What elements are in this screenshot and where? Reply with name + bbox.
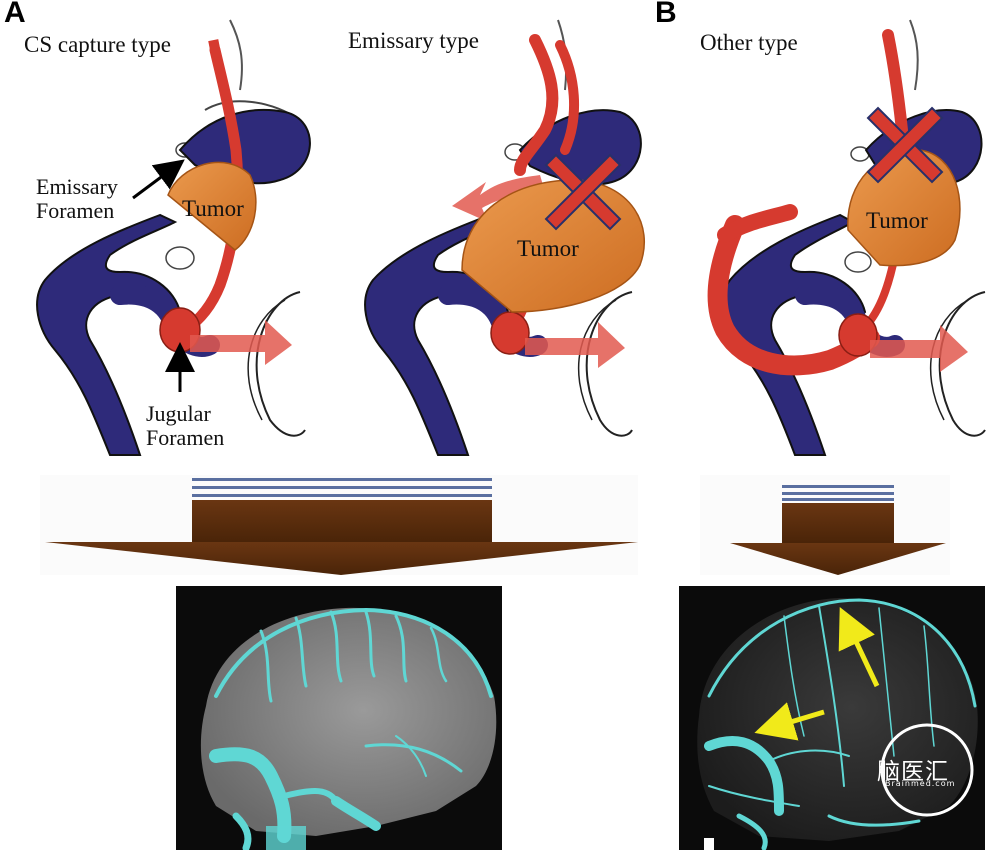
sigmoid-sinus <box>36 213 182 456</box>
tumor-label-3: Tumor <box>866 208 928 233</box>
diagram-other <box>707 19 986 456</box>
panel-letter-a: A <box>4 0 26 29</box>
annotation-arrow-upper <box>838 606 880 688</box>
outflow-arrow <box>190 320 292 365</box>
tumor <box>167 161 257 251</box>
tumor-label-2: Tumor <box>517 236 579 261</box>
tumor-label-1: Tumor <box>182 196 244 221</box>
diagram-title-other: Other type <box>700 30 798 55</box>
diagram-cs-capture <box>36 19 311 456</box>
watermark-subtext: Brainmed.com <box>885 779 956 788</box>
jugular-foramen-label: Jugular Foramen <box>146 401 225 450</box>
ct-venography-a <box>176 586 502 850</box>
diagram-title-emissary: Emissary type <box>348 28 479 53</box>
annotation-arrow-lower <box>754 702 825 741</box>
emissary-foramen-label: Emissary Foramen <box>36 174 118 223</box>
diagram-emissary <box>364 19 645 456</box>
down-arrow-b <box>700 475 950 575</box>
watermark-text: 脑医汇 <box>877 759 949 785</box>
ct-venography-b: 脑医汇 Brainmed.com <box>679 586 985 850</box>
panel-letter-b: B <box>655 0 677 29</box>
down-arrow-a <box>40 475 638 575</box>
blocked-x-mark <box>544 153 622 231</box>
diagram-title-cs-capture: CS capture type <box>24 32 171 57</box>
